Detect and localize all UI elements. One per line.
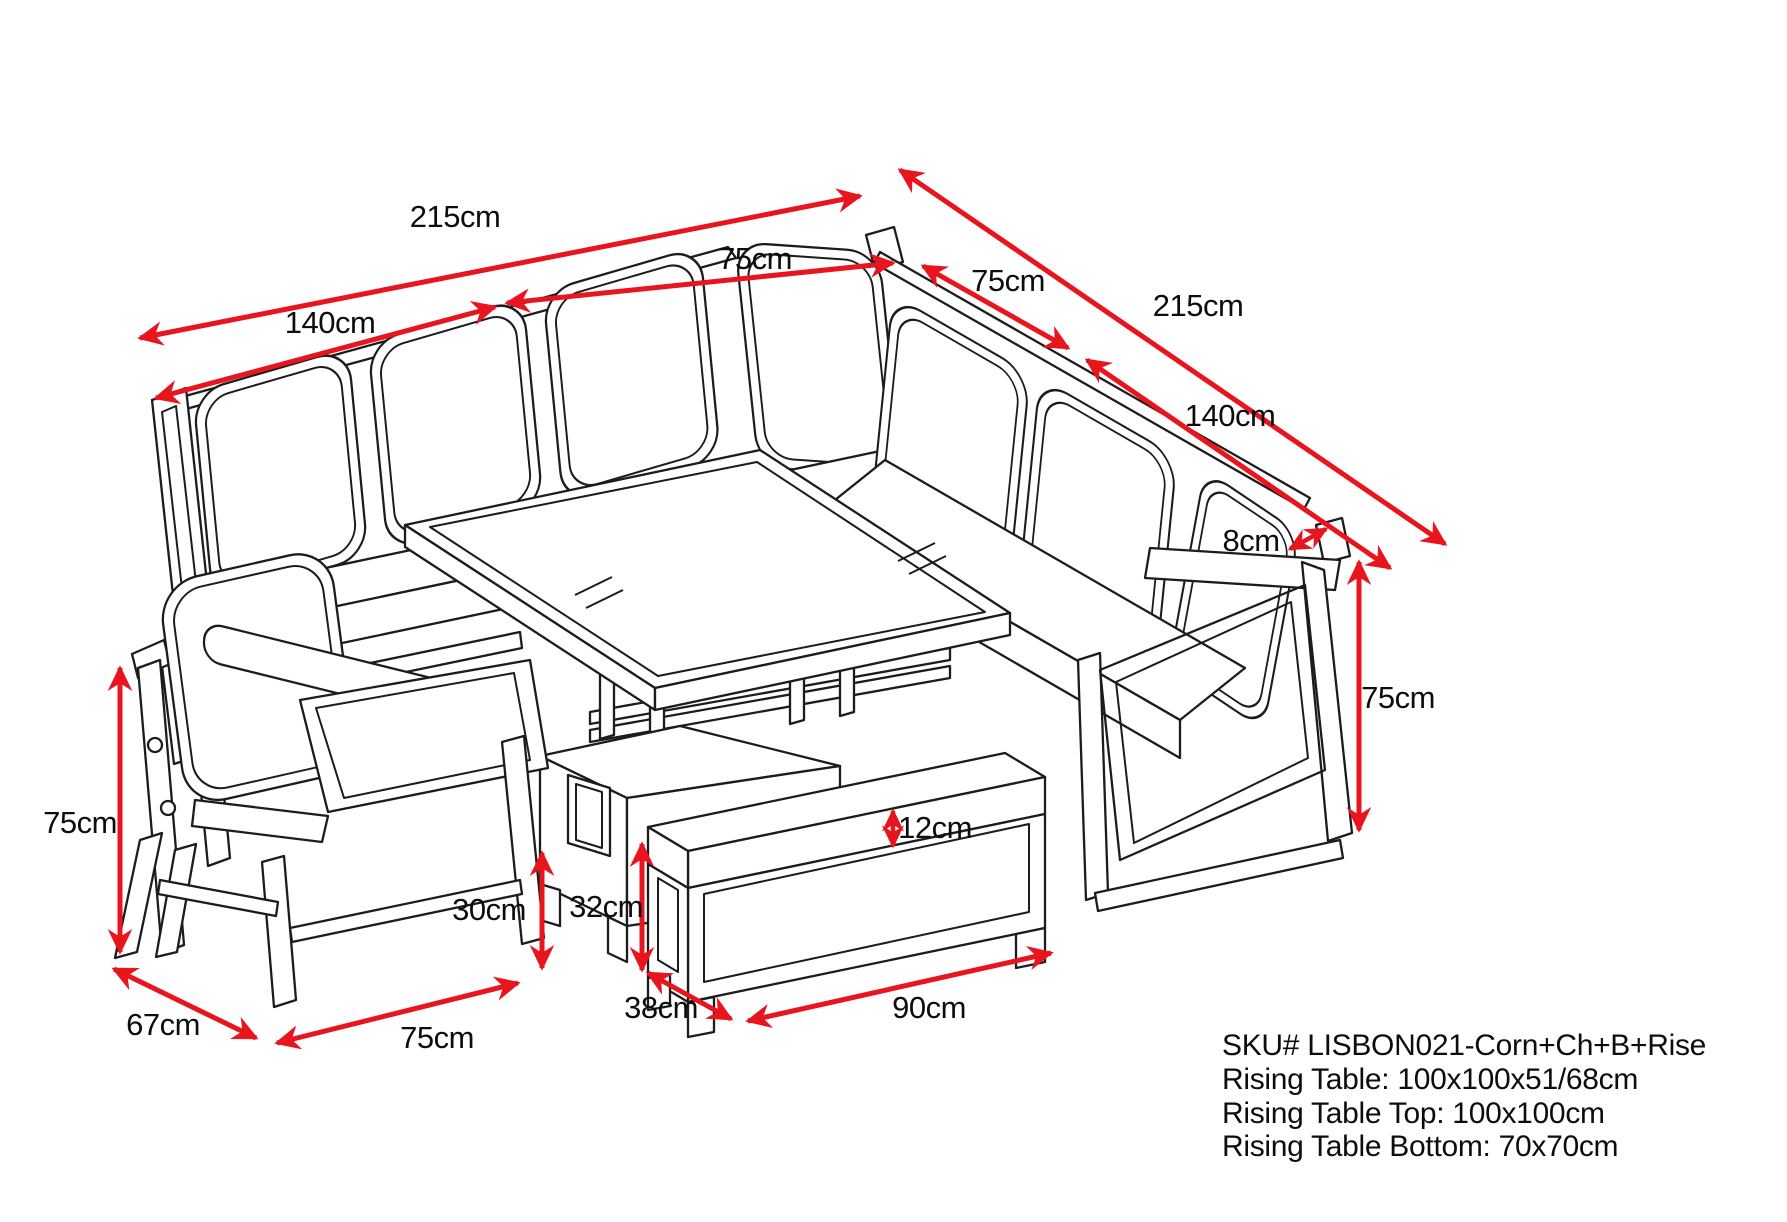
dim-label-chair-width: 75cm (400, 1020, 474, 1055)
dim-arrow-chair-depth (111, 966, 259, 1041)
sku-line-3: Rising Table Top: 100x100cm (1222, 1097, 1605, 1130)
dim-label-sofa-right-section: 140cm (1185, 398, 1276, 433)
dim-label-table-base-height: 32cm (569, 889, 643, 924)
dim-arrow-sofa-left-corner-seat (504, 253, 896, 313)
dim-label-chair-back-height: 75cm (43, 805, 117, 840)
dim-arrow-bench-length (745, 946, 1054, 1028)
dim-arrow-bench-depth (645, 970, 734, 1022)
dim-label-seat-height: 30cm (452, 892, 526, 927)
dim-label-sofa-back-height: 75cm (1361, 680, 1435, 715)
sku-line-2: Rising Table: 100x100x51/68cm (1222, 1063, 1638, 1096)
sku-text-block: SKU# LISBON021-Corn+Ch+B+Rise Rising Tab… (1222, 1029, 1706, 1163)
sku-line-1: SKU# LISBON021-Corn+Ch+B+Rise (1222, 1029, 1706, 1062)
dim-arrow-sofa-left-section (153, 301, 498, 404)
sku-line-4: Rising Table Bottom: 70x70cm (1222, 1130, 1618, 1163)
dim-label-sofa-left-overall: 215cm (410, 199, 501, 234)
dim-arrow-sofa-right-section (1084, 357, 1393, 571)
dim-arrow-chair-width (274, 976, 521, 1050)
dim-label-sofa-left-corner-seat: 75cm (718, 241, 792, 276)
armchair-drawing (113, 553, 550, 1009)
dim-label-sofa-right-overall: 215cm (1153, 288, 1244, 323)
dim-label-bench-length: 90cm (892, 990, 966, 1025)
dim-arrow-cushion-thickness (1287, 527, 1329, 551)
dim-label-bench-top-thickness: 12cm (898, 810, 972, 845)
dimension-arrows (107, 167, 1448, 1050)
dim-label-cushion-thickness: 8cm (1222, 523, 1279, 558)
dim-label-sofa-left-section: 140cm (285, 305, 376, 340)
dim-label-bench-depth: 38cm (624, 990, 698, 1025)
dim-label-chair-depth: 67cm (126, 1007, 200, 1042)
dim-label-sofa-right-corner-seat: 75cm (971, 263, 1045, 298)
dimension-labels: 215cm 140cm 75cm 75cm 215cm 140cm 8cm 75… (43, 199, 1435, 1055)
